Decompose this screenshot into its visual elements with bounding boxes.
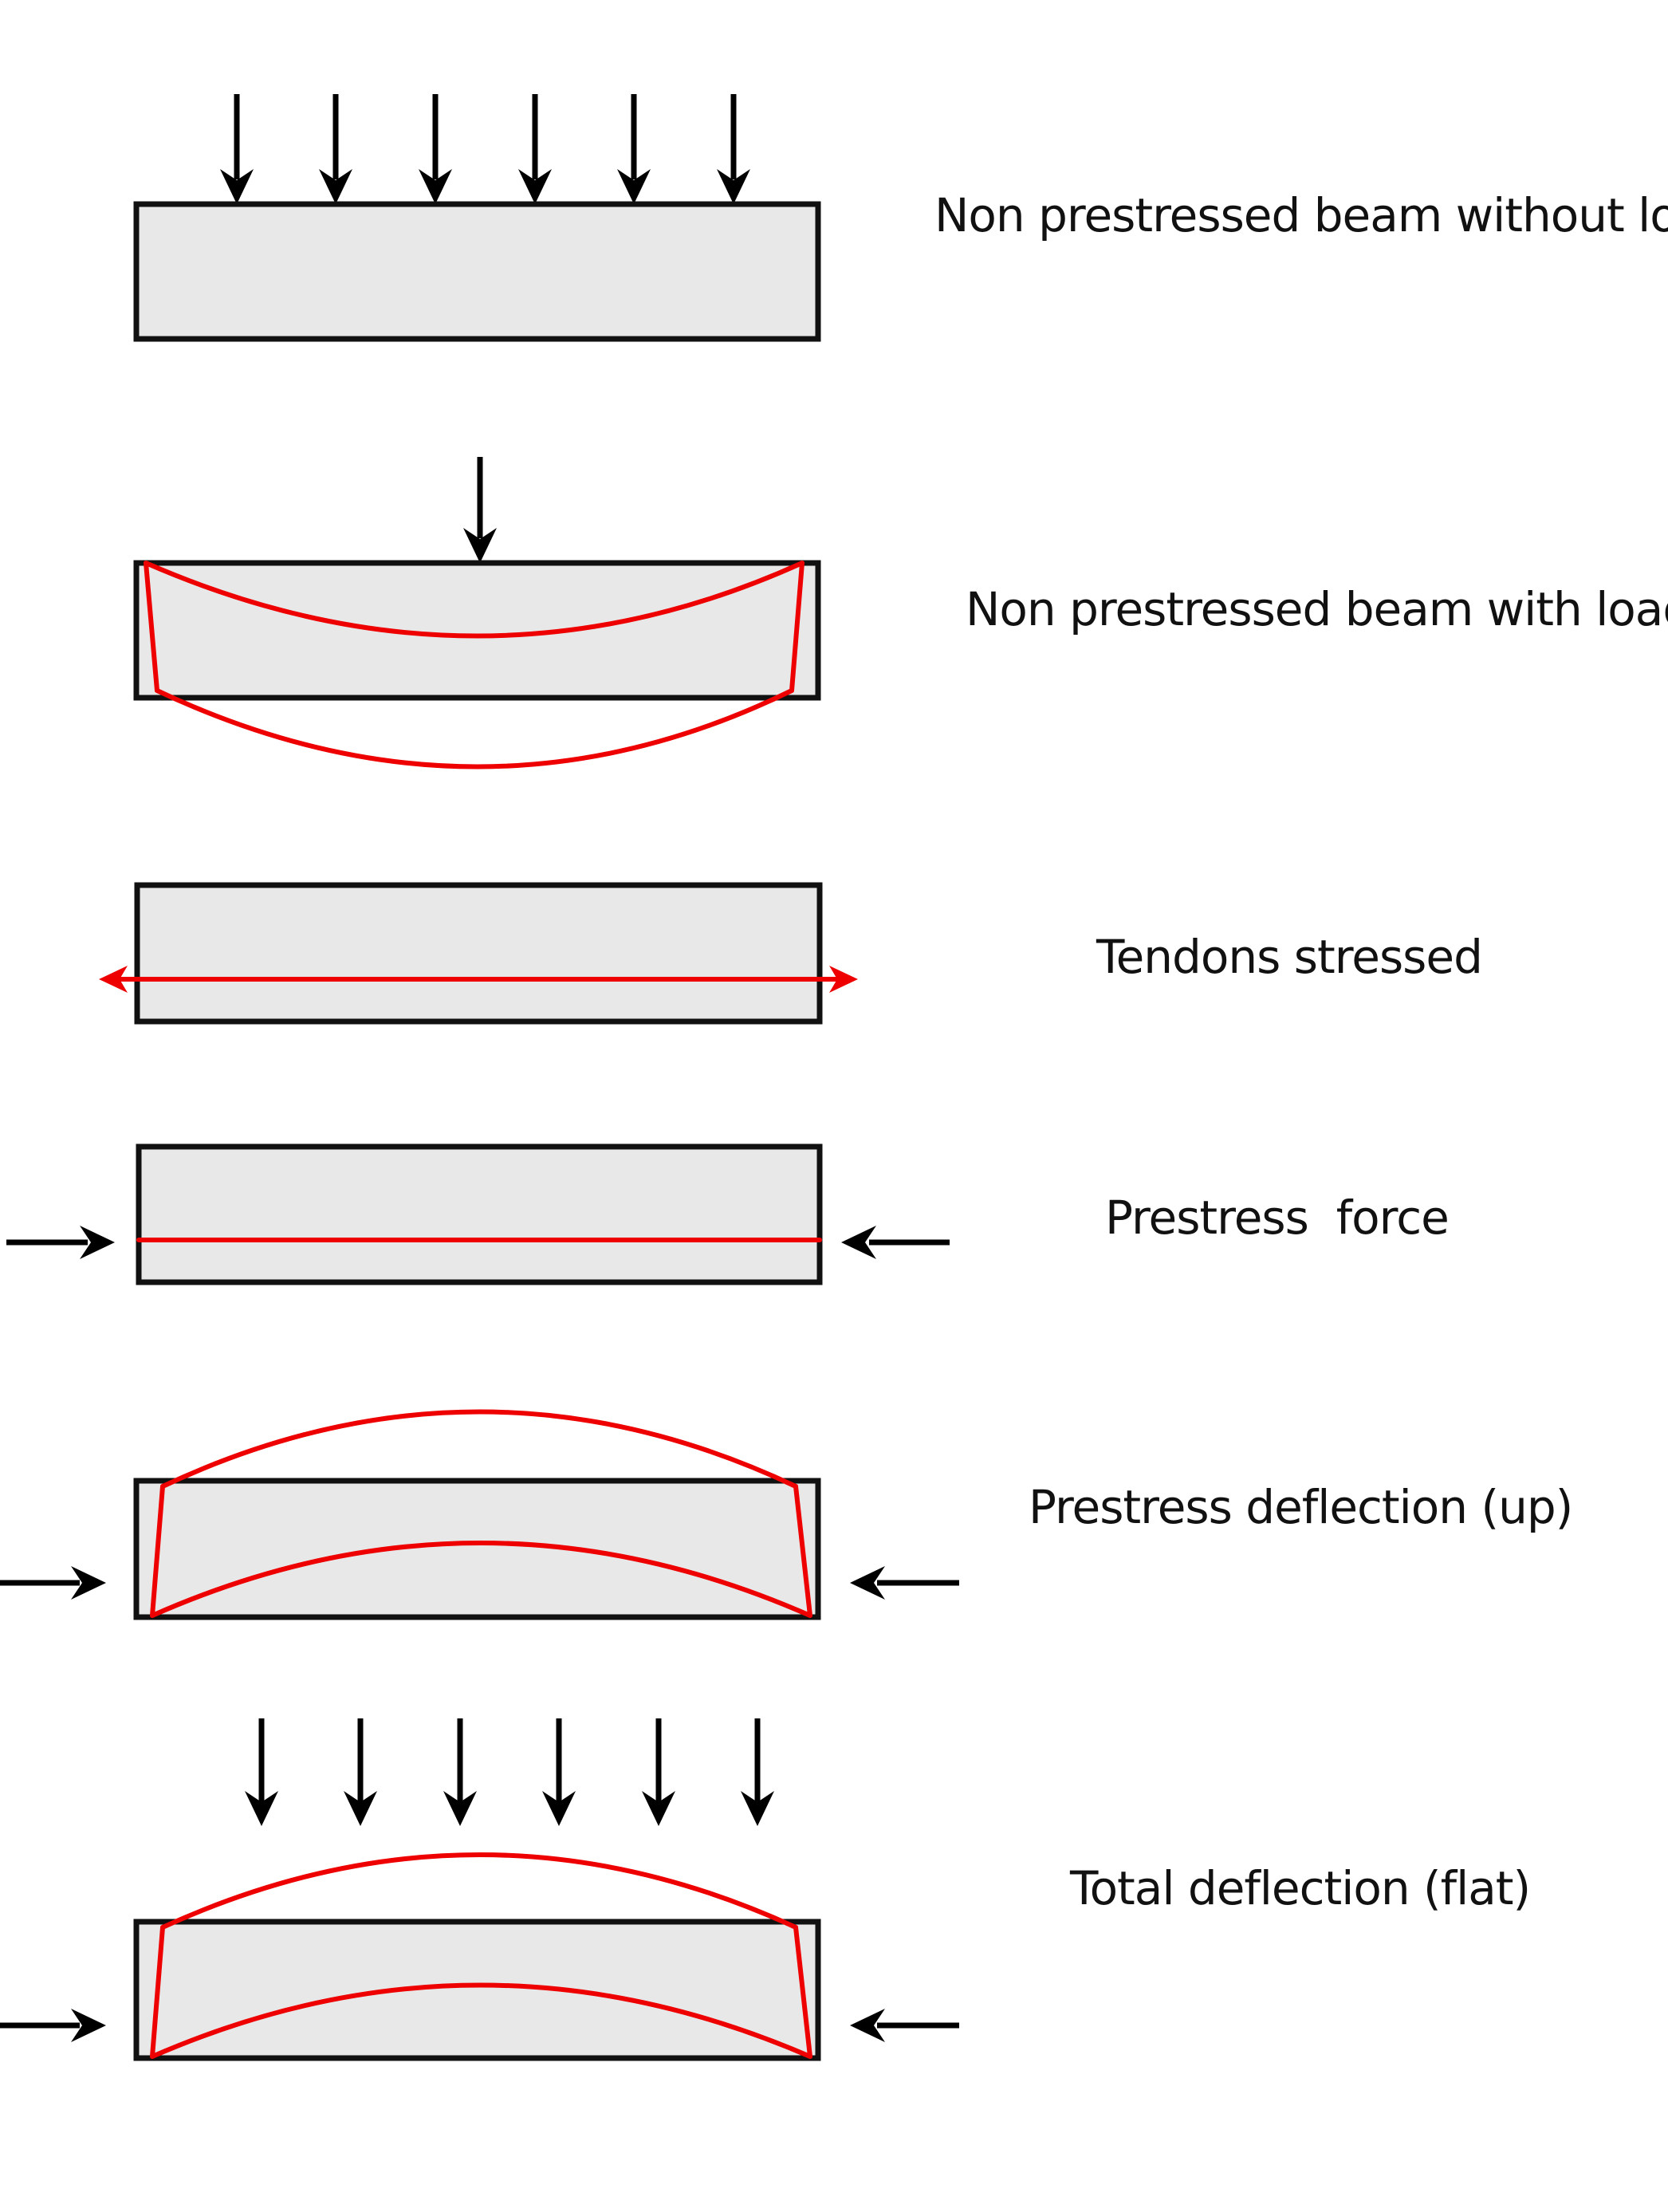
beam (136, 1143, 823, 1285)
load-arrow (419, 94, 452, 204)
distributed-load-arrows (220, 94, 750, 204)
deflected-shape (144, 561, 804, 769)
beam (133, 1478, 821, 1620)
stage-1-unloaded-beam: Non prestressed beam without load (133, 94, 1668, 342)
load-arrow (319, 94, 352, 204)
point-load-arrow (463, 457, 497, 563)
stage-2-loaded-beam: Non prestressed beam with load (133, 457, 1668, 769)
load-arrow (617, 94, 651, 204)
beam (133, 1919, 821, 2061)
load-arrow (518, 94, 552, 204)
prestress-arrow-right (850, 2009, 959, 2042)
stage-4-prestress-force: Prestress force (6, 1143, 1450, 1285)
load-arrow (542, 1718, 576, 1826)
beam (133, 560, 821, 701)
stage-3-tendons-stressed: Tendons stressed (99, 882, 1483, 1025)
prestress-arrow-left (6, 1226, 115, 1259)
stage-label: Prestress deflection (up) (1029, 1480, 1572, 1534)
load-arrow (220, 94, 254, 204)
stage-label: Prestress force (1105, 1191, 1449, 1245)
load-arrow (344, 1718, 377, 1826)
load-arrow (741, 1718, 774, 1826)
stage-label: Total deflection (flat) (1069, 1861, 1530, 1915)
tendon-tension-arrow (99, 966, 858, 993)
deflected-shape (150, 1852, 812, 2059)
stage-5-prestress-deflection: Prestress deflection (up) (0, 1409, 1573, 1620)
stage-label: Non prestressed beam without load (934, 188, 1668, 242)
deflected-shape (150, 1409, 812, 1618)
load-arrow (245, 1718, 278, 1826)
load-arrow (443, 1718, 477, 1826)
beam (134, 882, 823, 1025)
prestress-arrow-left (0, 1566, 106, 1600)
beam (133, 201, 821, 342)
load-arrow (642, 1718, 675, 1826)
stage-label: Tendons stressed (1096, 930, 1482, 984)
prestress-arrow-left (0, 2009, 106, 2042)
stage-label: Non prestressed beam with load (966, 582, 1668, 636)
load-arrow (717, 94, 750, 204)
prestress-arrow-right (841, 1226, 950, 1259)
distributed-load-arrows (245, 1718, 774, 1826)
prestress-arrow-right (850, 1566, 959, 1600)
stage-6-total-deflection: Total deflection (flat) (0, 1718, 1531, 2061)
